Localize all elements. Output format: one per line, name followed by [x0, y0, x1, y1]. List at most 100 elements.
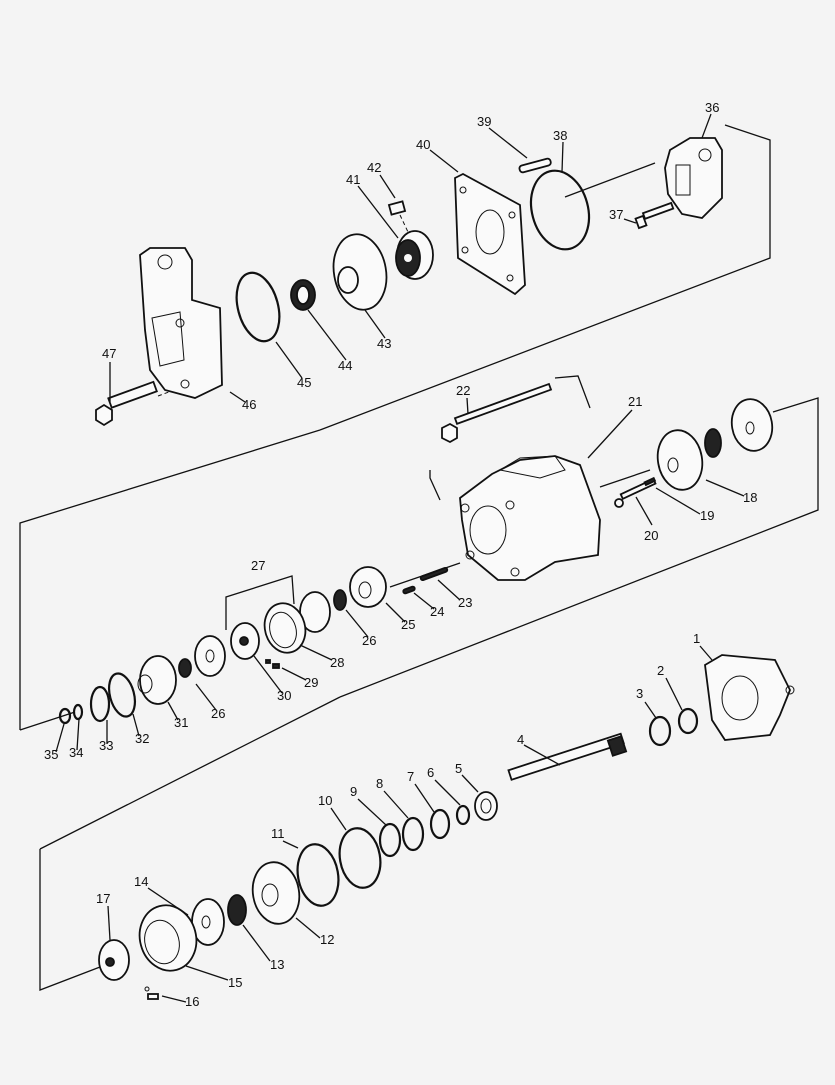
part-17-rotor [98, 939, 130, 981]
part-29-vanes [265, 659, 280, 669]
callout-46: 46 [242, 397, 256, 412]
part-12-end-plate [251, 861, 301, 925]
callout-47: 47 [102, 346, 116, 361]
assembly-outline-lower [39, 849, 101, 991]
part-13-spring-upper [704, 428, 722, 458]
part-28-cam-ring [263, 602, 307, 654]
callout-2: 2 [657, 663, 664, 678]
callout-labels: 1 2 3 4 5 6 7 8 9 10 11 12 13 14 15 16 1… [44, 100, 757, 1009]
callout-23: 23 [458, 595, 472, 610]
part-42-key [387, 200, 407, 216]
callout-13-lower: 13 [270, 957, 284, 972]
part-16-vanes [144, 986, 159, 1000]
part-11-o-ring [296, 843, 340, 907]
callout-42: 42 [367, 160, 381, 175]
callout-38: 38 [553, 128, 567, 143]
callout-27: 27 [251, 558, 265, 573]
callout-6: 6 [427, 765, 434, 780]
part-27-plate [194, 635, 226, 677]
part-7-seal [429, 808, 451, 840]
part-10-seal [338, 827, 382, 889]
part-38-o-ring [529, 169, 591, 251]
callout-5: 5 [455, 761, 462, 776]
part-2-seal [677, 707, 699, 735]
part-14-plate-upper [730, 398, 774, 452]
callout-26-upper: 26 [362, 633, 376, 648]
callout-36: 36 [705, 100, 719, 115]
callout-14-lower: 14 [134, 874, 148, 889]
callout-17: 17 [96, 891, 110, 906]
callout-19: 19 [700, 508, 714, 523]
callout-43: 43 [377, 336, 391, 351]
callout-1: 1 [693, 631, 700, 646]
part-46-end-cover [139, 247, 223, 399]
callout-34: 34 [69, 745, 83, 760]
part-5-bearing [474, 791, 498, 821]
callout-39: 39 [477, 114, 491, 129]
part-3-ring [648, 715, 672, 747]
callout-22: 22 [456, 383, 470, 398]
part-37-bolt [634, 201, 675, 230]
part-26-bushing-lower [178, 658, 192, 678]
part-36-cover [664, 137, 723, 219]
part-18-end-plate [656, 429, 704, 491]
callout-31: 31 [174, 715, 188, 730]
part-24-pin [402, 585, 416, 595]
part-23-pin [419, 566, 449, 582]
callout-25: 25 [401, 617, 415, 632]
part-13-spring-lower [227, 894, 247, 926]
callout-10: 10 [318, 793, 332, 808]
part-30-rotor [230, 622, 260, 660]
part-22-long-bolt [441, 382, 553, 444]
part-41-rotor [395, 230, 434, 280]
part-44-spring [290, 279, 316, 311]
callout-3: 3 [636, 686, 643, 701]
callout-15: 15 [228, 975, 242, 990]
part-34-ring [72, 703, 84, 721]
callout-18: 18 [743, 490, 757, 505]
assembly-outline-middle [19, 397, 819, 850]
callout-45: 45 [297, 375, 311, 390]
part-35-ring [58, 707, 72, 725]
callout-28: 28 [330, 655, 344, 670]
part-21-pump-body [459, 455, 601, 581]
part-25-plate [349, 566, 387, 608]
callout-20: 20 [644, 528, 658, 543]
part-43-plate [332, 233, 388, 311]
callout-9: 9 [350, 784, 357, 799]
callout-33: 33 [99, 738, 113, 753]
part-31-cover-plate [137, 655, 177, 705]
callout-12: 12 [320, 932, 334, 947]
part-26-bushing-upper [333, 589, 347, 611]
callout-24: 24 [430, 604, 444, 619]
part-32-o-ring [107, 672, 137, 718]
callout-8: 8 [376, 776, 383, 791]
callout-29: 29 [304, 675, 318, 690]
callout-30: 30 [277, 688, 291, 703]
part-33-seal [89, 685, 111, 723]
callout-37: 37 [609, 207, 623, 222]
part-47-bolt [95, 380, 186, 427]
part-8-ring [401, 816, 425, 852]
part-9-ring [378, 822, 402, 858]
assembly-outline-upper [19, 124, 771, 722]
callout-4: 4 [517, 732, 524, 747]
callout-16: 16 [185, 994, 199, 1009]
part-40-flange-plate [454, 172, 526, 296]
callout-bracket-27 [225, 575, 295, 630]
callout-44: 44 [338, 358, 352, 373]
part-19-pin [643, 476, 657, 487]
callout-35: 35 [44, 747, 58, 762]
part-39-pin [518, 157, 552, 174]
part-6-ring [455, 804, 471, 826]
callout-32: 32 [135, 731, 149, 746]
callout-7: 7 [407, 769, 414, 784]
callout-11: 11 [271, 826, 285, 841]
leader-lines [55, 113, 745, 1003]
part-1-housing [704, 654, 795, 741]
callout-40: 40 [416, 137, 430, 152]
callout-21: 21 [628, 394, 642, 409]
part-45-o-ring [235, 271, 281, 343]
callout-41: 41 [346, 172, 360, 187]
